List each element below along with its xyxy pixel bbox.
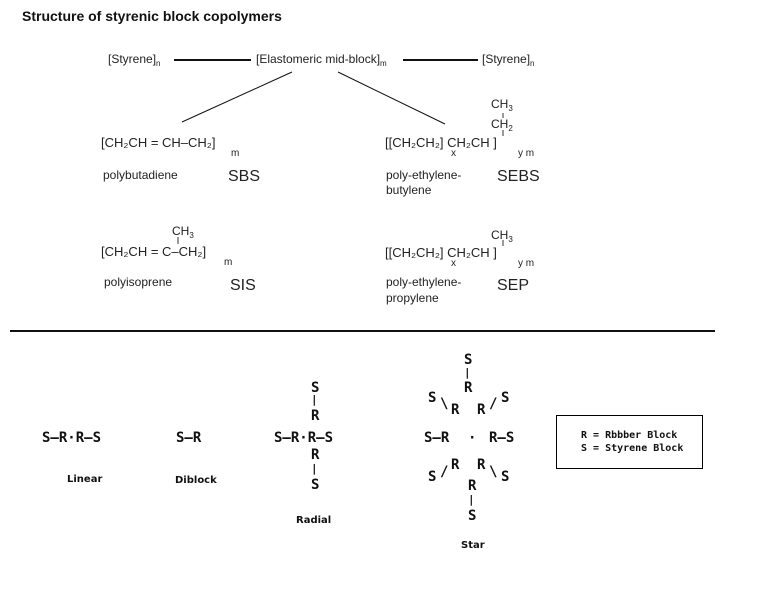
star-ll-r: R (451, 457, 460, 473)
sep-abbr: SEP (497, 277, 530, 294)
sis-ch3-sub: 3 (189, 231, 194, 240)
star-bottom-s: S (468, 508, 477, 524)
styrene-left-text: [Styrene] (108, 52, 157, 66)
sis-abbr: SIS (230, 277, 256, 294)
sep-name-line2: propylene (386, 291, 439, 305)
star-ul-s: S (428, 390, 437, 406)
sebs-formula-text: [[CH₂CH₂] CH₂CH ] (385, 135, 497, 150)
sis-ch3-text: CH (172, 224, 190, 238)
branch-line-right (337, 71, 446, 125)
legend-styrene: S = Styrene Block (581, 443, 684, 454)
sep-name-line1: poly-ethylene- (386, 275, 462, 289)
star-ll-s: S (428, 469, 437, 485)
sep-sub-ym: y m (518, 258, 535, 269)
sep-ch3-text: CH (491, 228, 509, 242)
star-ur-s: S (501, 390, 510, 406)
radial-top-r: R (311, 408, 320, 424)
styrene-right-text: [Styrene] (482, 52, 531, 66)
figure-title: Structure of styrenic block copolymers (22, 8, 282, 24)
star-mid-dot: · (468, 430, 477, 446)
sis-formula-text: [CH₂CH = C–CH₂] (101, 244, 207, 259)
radial-bottom-bond: | (311, 462, 318, 475)
styrene-block-right: [Styrene]n (482, 52, 534, 71)
sis-ch3: CH3 (172, 224, 194, 243)
star-ll-bond: / (440, 464, 449, 480)
sebs-name-line2: butylene (386, 183, 432, 197)
radial-caption: Radial (296, 515, 332, 526)
legend-box: R = Rbbber Block S = Styrene Block (556, 415, 703, 469)
linear-formula: S–R·R–S (42, 430, 102, 446)
sebs-ch2-text: CH (491, 117, 509, 131)
star-lr-r: R (477, 457, 486, 473)
star-ul-r: R (451, 402, 460, 418)
sebs-abbr: SEBS (497, 168, 540, 185)
star-top-r: R (464, 380, 473, 396)
sebs-ch3: CH3 (491, 97, 513, 116)
star-caption: Star (461, 540, 485, 551)
branch-line-left (181, 71, 293, 123)
star-lr-s: S (501, 469, 510, 485)
radial-bottom-s: S (311, 477, 320, 493)
sbs-formula-text: [CH₂CH = CH–CH₂] (101, 135, 216, 150)
star-lr-bond: \ (489, 464, 498, 480)
styrene-left-sub: n (156, 59, 161, 68)
sebs-sub-x: x (451, 148, 456, 159)
sis-sub: m (224, 257, 233, 268)
sbs-abbr: SBS (228, 168, 261, 185)
linear-caption: Linear (67, 474, 103, 485)
sep-formula: [[CH₂CH₂] CH₂CH ] (385, 245, 497, 260)
sep-ch3-sub: 3 (508, 235, 513, 244)
diblock-formula: S–R (176, 430, 202, 446)
star-ur-r: R (477, 402, 486, 418)
midblock-text: [Elastomeric mid-block] (256, 52, 381, 66)
radial-bottom-r: R (311, 447, 320, 463)
radial-top-bond: | (311, 393, 318, 406)
sbs-name: polybutadiene (103, 168, 178, 182)
sis-name: polyisoprene (104, 275, 173, 289)
sep-formula-text: [[CH₂CH₂] CH₂CH ] (385, 245, 497, 260)
radial-top-s: S (311, 380, 320, 396)
sebs-name-line1: poly-ethylene- (386, 168, 462, 182)
radial-formula: S–R·R–S (274, 430, 334, 446)
sebs-ch3-text: CH (491, 97, 509, 111)
star-mid-right: R–S (489, 430, 515, 446)
star-top-s: S (464, 352, 473, 368)
sebs-ch3-sub: 3 (508, 104, 513, 113)
legend-rubber: R = Rbbber Block (581, 430, 678, 441)
sis-formula: [CH₂CH = C–CH₂] (101, 244, 206, 259)
midblock-label: [Elastomeric mid-block]m (256, 52, 387, 71)
star-bottom-bond: | (468, 493, 475, 506)
sep-ch3: CH3 (491, 228, 513, 247)
sebs-ch2: CH2 (491, 117, 513, 136)
star-ur-bond: / (489, 396, 498, 412)
sebs-formula: [[CH₂CH₂] CH₂CH ] (385, 135, 497, 150)
midblock-sub: m (380, 59, 387, 68)
star-ul-bond: \ (440, 396, 449, 412)
sbs-sub: m (231, 148, 240, 159)
sbs-formula: [CH₂CH = CH–CH₂] (101, 135, 215, 150)
star-mid-left: S–R (424, 430, 450, 446)
star-bottom-r: R (468, 478, 477, 494)
styrene-block-left: [Styrene]n (108, 52, 160, 71)
sebs-sub-ym: y m (518, 148, 535, 159)
diblock-caption: Diblock (175, 475, 217, 486)
sebs-ch2-sub: 2 (508, 124, 513, 133)
sep-sub-x: x (451, 258, 456, 269)
star-top-bond: | (464, 366, 471, 379)
styrene-right-sub: n (530, 59, 535, 68)
